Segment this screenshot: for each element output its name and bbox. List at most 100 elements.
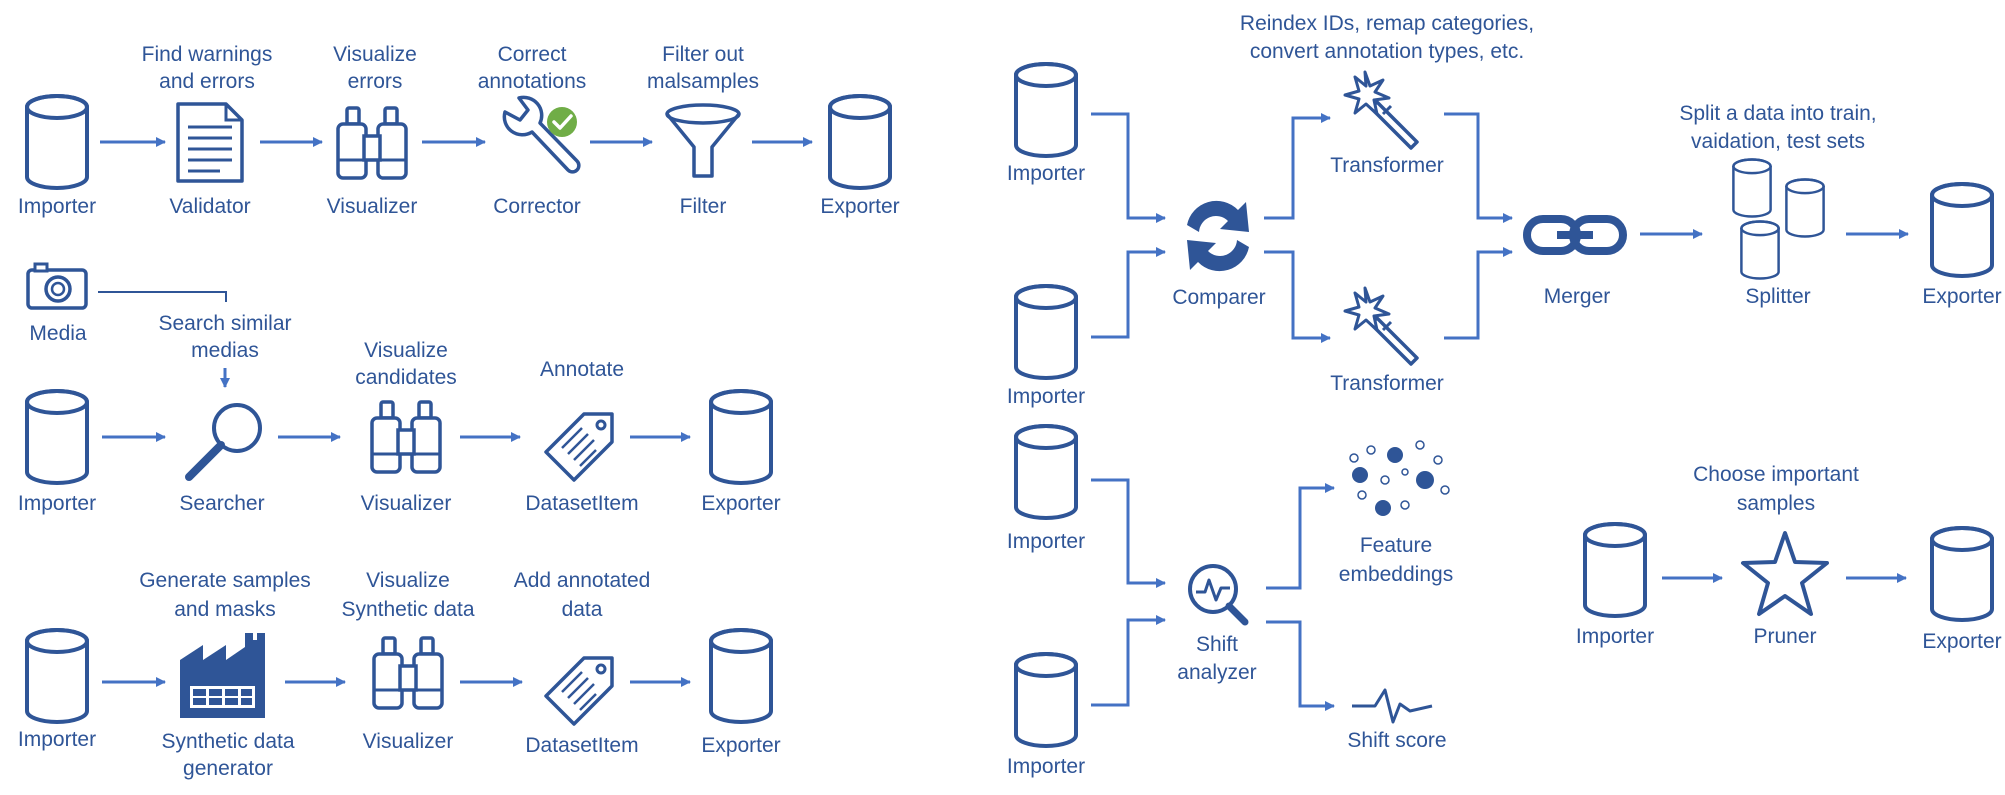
- annotation-searcher-1: Search similar: [158, 312, 291, 335]
- arrow: [1091, 112, 1166, 223]
- exporter-icon: [1930, 182, 1994, 278]
- scatter-dots-icon: [1349, 440, 1450, 516]
- annotation-splitter-2: vaidation, test sets: [1691, 130, 1865, 153]
- annotation-visualizer-1: Visualize: [333, 43, 417, 66]
- importer-top-icon: [1014, 424, 1078, 520]
- exporter-label: Exporter: [1922, 630, 2001, 653]
- transformer-bottom-label: Transformer: [1330, 372, 1444, 395]
- annotation-validator-1: Find warnings: [142, 43, 273, 66]
- factory-icon: [180, 633, 265, 718]
- arrow: [1091, 478, 1166, 588]
- searcher-label: Searcher: [179, 492, 264, 515]
- analyzer-label-1: Shift: [1196, 633, 1238, 656]
- merge-pipeline: Importer Importer Comparer Reindex IDs, …: [1007, 12, 2002, 408]
- arrow: [1444, 247, 1513, 340]
- validator-label: Validator: [169, 195, 250, 218]
- importer-label: Importer: [1576, 625, 1654, 648]
- visualizer-label: Visualizer: [327, 195, 418, 218]
- exporter-label: Exporter: [701, 734, 780, 757]
- annotation-corrector-2: annotations: [478, 70, 587, 93]
- wrench-icon: [502, 95, 581, 174]
- annotation-visualizer-1: Visualize: [366, 569, 450, 592]
- pipeline-3: Importer Generate samples and masks Synt…: [18, 569, 781, 780]
- star-icon: [1741, 531, 1829, 616]
- annotation-searcher-2: medias: [191, 339, 259, 362]
- check-icon: [547, 107, 577, 137]
- prune-pipeline: Importer Choose important samples Pruner…: [1576, 463, 2002, 653]
- media-label: Media: [29, 322, 87, 345]
- binoculars-icon: [372, 636, 444, 710]
- annotation-filter-2: malsamples: [647, 70, 759, 93]
- importer-bottom-label: Importer: [1007, 385, 1085, 408]
- arrow: [1444, 112, 1513, 223]
- annotation-filter-1: Filter out: [662, 43, 744, 66]
- link-icon: [1523, 215, 1627, 255]
- annotation-transformer-2: convert annotation types, etc.: [1250, 40, 1524, 63]
- arrow: [1266, 620, 1335, 711]
- corrector-label: Corrector: [493, 195, 581, 218]
- binoculars-icon: [370, 400, 442, 474]
- importer-label: Importer: [18, 492, 96, 515]
- tag-icon: [544, 412, 614, 482]
- annotation-corrector-1: Correct: [498, 43, 567, 66]
- annotation-visualizer-1: Visualize: [364, 339, 448, 362]
- document-icon: [176, 102, 244, 183]
- importer-icon: [25, 389, 89, 485]
- importer-label: Importer: [18, 195, 96, 218]
- exporter-icon: [709, 628, 773, 724]
- tag-icon: [544, 656, 614, 726]
- filter-label: Filter: [680, 195, 727, 218]
- importer-top-label: Importer: [1007, 162, 1085, 185]
- merger-label: Merger: [1544, 285, 1611, 308]
- magic-wand-icon: [1343, 70, 1419, 150]
- pipeline-1: Importer Find warnings and errors Valida…: [18, 43, 900, 218]
- annotation-validator-2: and errors: [159, 70, 255, 93]
- annotation-pruner-1: Choose important: [1693, 463, 1859, 486]
- pipeline-2: Media Search similar medias Importer Sea…: [18, 262, 781, 515]
- magic-wand-icon: [1343, 286, 1419, 366]
- generator-label-2: generator: [183, 757, 273, 780]
- sync-icon: [1187, 200, 1249, 272]
- arrow: [1091, 247, 1166, 339]
- comparer-label: Comparer: [1172, 286, 1265, 309]
- pulse-icon: [1352, 688, 1433, 724]
- annotation-splitter-1: Split a data into train,: [1679, 102, 1876, 125]
- importer-top-icon: [1014, 62, 1078, 158]
- arrow: [1091, 615, 1166, 707]
- importer-label: Importer: [18, 728, 96, 751]
- splitter-label: Splitter: [1745, 285, 1810, 308]
- importer-bottom-label: Importer: [1007, 755, 1085, 778]
- annotation-visualizer-2: candidates: [355, 366, 457, 389]
- exporter-icon: [709, 389, 773, 485]
- pruner-label: Pruner: [1753, 625, 1816, 648]
- embeddings-label-2: embeddings: [1339, 563, 1453, 586]
- visualizer-label: Visualizer: [363, 730, 454, 753]
- search-icon: [185, 403, 262, 481]
- shift-pipeline: Importer Importer Shift analyzer: [1007, 424, 1453, 778]
- annotation-visualizer-2: Synthetic data: [341, 598, 474, 621]
- binoculars-icon: [336, 106, 408, 180]
- arrow: [1264, 113, 1331, 220]
- exporter-icon: [828, 94, 892, 190]
- annotation-item-1: Add annotated: [514, 569, 651, 592]
- exporter-label: Exporter: [1922, 285, 2001, 308]
- annotation-item: Annotate: [540, 358, 624, 381]
- analyzer-icon: [1188, 564, 1249, 626]
- importer-icon: [1583, 522, 1647, 618]
- annotation-item-2: data: [562, 598, 603, 621]
- exporter-label: Exporter: [820, 195, 899, 218]
- annotation-pruner-2: samples: [1737, 492, 1815, 515]
- importer-icon: [25, 628, 89, 724]
- exporter-icon: [1930, 526, 1994, 622]
- importer-top-label: Importer: [1007, 530, 1085, 553]
- shift-score-label: Shift score: [1347, 729, 1446, 752]
- generator-label-1: Synthetic data: [161, 730, 294, 753]
- importer-icon: [25, 94, 89, 190]
- dataset-item-label: DatasetItem: [525, 492, 638, 515]
- dataset-item-label: DatasetItem: [525, 734, 638, 757]
- visualizer-label: Visualizer: [361, 492, 452, 515]
- annotation-generator-2: and masks: [174, 598, 276, 621]
- split-cylinders-icon: [1732, 158, 1825, 280]
- embeddings-label-1: Feature: [1360, 534, 1432, 557]
- importer-bottom-icon: [1014, 652, 1078, 748]
